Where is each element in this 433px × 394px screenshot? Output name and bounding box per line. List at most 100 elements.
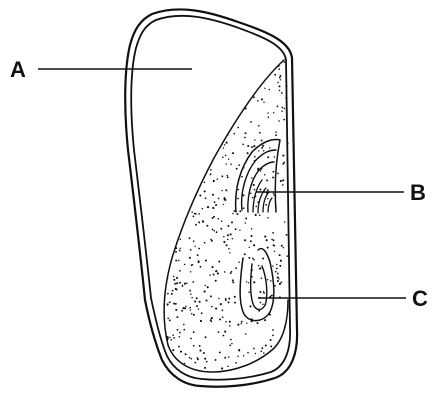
stipple-dot xyxy=(204,242,206,244)
stipple-dot xyxy=(183,307,184,308)
stipple-dot xyxy=(284,108,286,110)
stipple-dot xyxy=(215,280,217,282)
stipple-dot xyxy=(262,257,264,259)
stipple-dot xyxy=(191,211,192,212)
stipple-dot xyxy=(238,261,239,262)
stipple-dot xyxy=(228,356,229,357)
stipple-dot xyxy=(278,120,280,122)
stipple-dot xyxy=(223,241,225,243)
stipple-dot xyxy=(190,271,192,273)
stipple-dot xyxy=(191,297,192,298)
stipple-dot xyxy=(212,194,214,196)
seed-coat-inner xyxy=(131,16,290,380)
stipple-dot xyxy=(218,260,220,262)
stipple-dot xyxy=(254,156,256,158)
stipple-dot xyxy=(169,337,170,338)
stipple-dot xyxy=(269,296,271,298)
stipple-dot xyxy=(228,298,230,300)
stipple-dot xyxy=(254,139,255,140)
stipple-dot xyxy=(286,234,288,236)
stipple-dot xyxy=(281,107,283,109)
stipple-dot xyxy=(167,303,169,305)
stipple-dot xyxy=(172,290,174,292)
stipple-dot xyxy=(234,302,236,304)
stipple-dot xyxy=(220,228,222,230)
stipple-dot xyxy=(179,248,180,249)
stipple-dot xyxy=(264,319,266,321)
stipple-dot xyxy=(281,111,282,112)
stipple-dot xyxy=(262,145,264,147)
stipple-dot xyxy=(230,163,232,165)
stipple-dot xyxy=(205,299,207,301)
stipple-dot xyxy=(212,229,214,231)
stipple-dot xyxy=(281,92,283,94)
stipple-dot xyxy=(273,239,275,241)
stipple-dot xyxy=(224,144,226,146)
stipple-dot xyxy=(238,189,239,190)
stipple-dot xyxy=(278,85,280,87)
stipple-dot xyxy=(266,239,268,241)
stipple-dot xyxy=(269,89,271,91)
stipple-dot xyxy=(282,184,284,186)
stipple-dot xyxy=(175,309,177,311)
stipple-dot xyxy=(273,193,274,194)
stipple-dot xyxy=(219,318,221,320)
stipple-dot xyxy=(287,143,288,144)
stipple-dot xyxy=(250,240,252,242)
stipple-dot xyxy=(284,221,285,222)
stipple-dot xyxy=(277,273,279,275)
stipple-dot xyxy=(241,321,243,323)
stipple-dot xyxy=(216,231,218,233)
stipple-dot xyxy=(259,268,261,270)
stipple-dot xyxy=(193,314,195,316)
stipple-dot xyxy=(177,329,179,331)
stipple-dot xyxy=(184,283,186,285)
stipple-dot xyxy=(225,321,227,323)
stipple-dot xyxy=(271,294,273,296)
stipple-dot xyxy=(194,213,196,215)
stipple-dot xyxy=(267,198,268,199)
stipple-dot xyxy=(184,264,186,266)
stipple-dot xyxy=(261,278,263,280)
stipple-dot xyxy=(277,277,279,279)
stipple-dot xyxy=(245,132,247,134)
stipple-dot xyxy=(255,206,257,208)
stipple-dot xyxy=(221,190,222,191)
stipple-dot xyxy=(263,292,265,294)
stipple-dot xyxy=(183,329,185,331)
stipple-dot xyxy=(239,229,240,230)
stipple-dot xyxy=(232,213,234,215)
stipple-dot xyxy=(190,338,192,340)
stipple-dot xyxy=(227,239,229,241)
stipple-dot xyxy=(272,329,274,331)
stipple-dot xyxy=(260,350,262,352)
stipple-dot xyxy=(191,264,193,266)
stipple-dot xyxy=(280,260,282,262)
stipple-dot xyxy=(178,346,180,348)
stipple-dot xyxy=(267,247,269,249)
stipple-dot xyxy=(235,228,237,230)
stipple-dot xyxy=(186,282,188,284)
stipple-dot xyxy=(283,119,285,121)
stipple-dot xyxy=(240,323,241,324)
stipple-dot xyxy=(199,194,201,196)
stipple-dot xyxy=(230,233,232,235)
stipple-dot xyxy=(270,280,272,282)
stipple-dot xyxy=(261,140,263,142)
stipple-dot xyxy=(215,359,217,361)
stipple-dot xyxy=(229,325,231,327)
stipple-dot xyxy=(198,248,200,250)
stipple-dot xyxy=(259,291,261,293)
stipple-dot xyxy=(248,291,250,293)
stipple-dot xyxy=(280,180,282,182)
stipple-dot xyxy=(269,147,270,148)
stipple-dot xyxy=(274,156,275,157)
stipple-dot xyxy=(173,279,175,281)
stipple-dot xyxy=(263,102,265,104)
stipple-dot xyxy=(170,339,172,341)
stipple-dot xyxy=(175,260,177,262)
stipple-dot xyxy=(227,234,229,236)
stipple-dot xyxy=(258,125,260,127)
stipple-dot xyxy=(171,293,173,295)
